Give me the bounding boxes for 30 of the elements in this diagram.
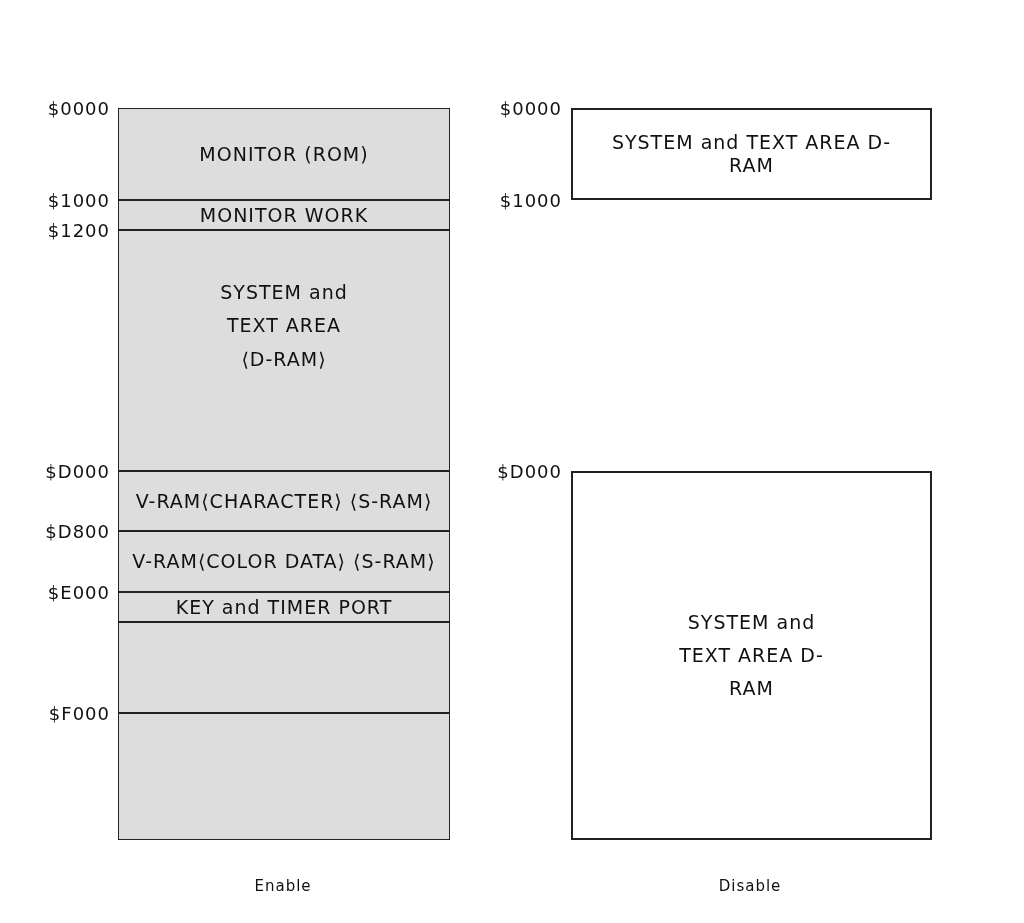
memory-region — [571, 471, 932, 840]
address-label: $1000 — [46, 190, 110, 211]
memory-region — [118, 200, 450, 230]
memory-region — [118, 592, 450, 622]
memory-block — [118, 622, 450, 713]
region-label: SYSTEM and TEXT AREA D-RAM — [610, 131, 893, 177]
region-label: V-RAM⟨CHARACTER⟩ ⟨S-RAM⟩ — [135, 489, 433, 513]
memory-region — [571, 108, 932, 200]
address-label: $0000 — [498, 98, 562, 119]
address-label: $1000 — [498, 190, 562, 211]
region-label: V-RAM⟨COLOR DATA⟩ ⟨S-RAM⟩ — [132, 550, 436, 573]
address-label: $E000 — [46, 582, 110, 603]
memory-block — [118, 713, 450, 840]
region-label: SYSTEM and TEXT AREA D-RAM — [678, 609, 825, 702]
region-label: KEY and TIMER PORT — [175, 595, 393, 619]
address-label: $0000 — [46, 98, 110, 119]
memory-region — [118, 230, 450, 471]
address-label: $D000 — [44, 461, 110, 482]
memory-region — [118, 531, 450, 592]
address-label: $D800 — [44, 521, 110, 542]
region-label: SYSTEM and TEXT AREA ⟨D-RAM⟩ — [219, 280, 349, 372]
address-label: $F000 — [47, 703, 110, 724]
column-caption: Enable — [253, 877, 313, 895]
region-label: MONITOR WORK — [199, 203, 369, 227]
address-label: $1200 — [46, 220, 110, 241]
column-caption: Disable — [717, 877, 783, 895]
address-label: $D000 — [496, 461, 562, 482]
region-label: MONITOR (ROM) — [199, 142, 369, 166]
memory-region — [118, 108, 450, 200]
memory-region — [118, 471, 450, 531]
